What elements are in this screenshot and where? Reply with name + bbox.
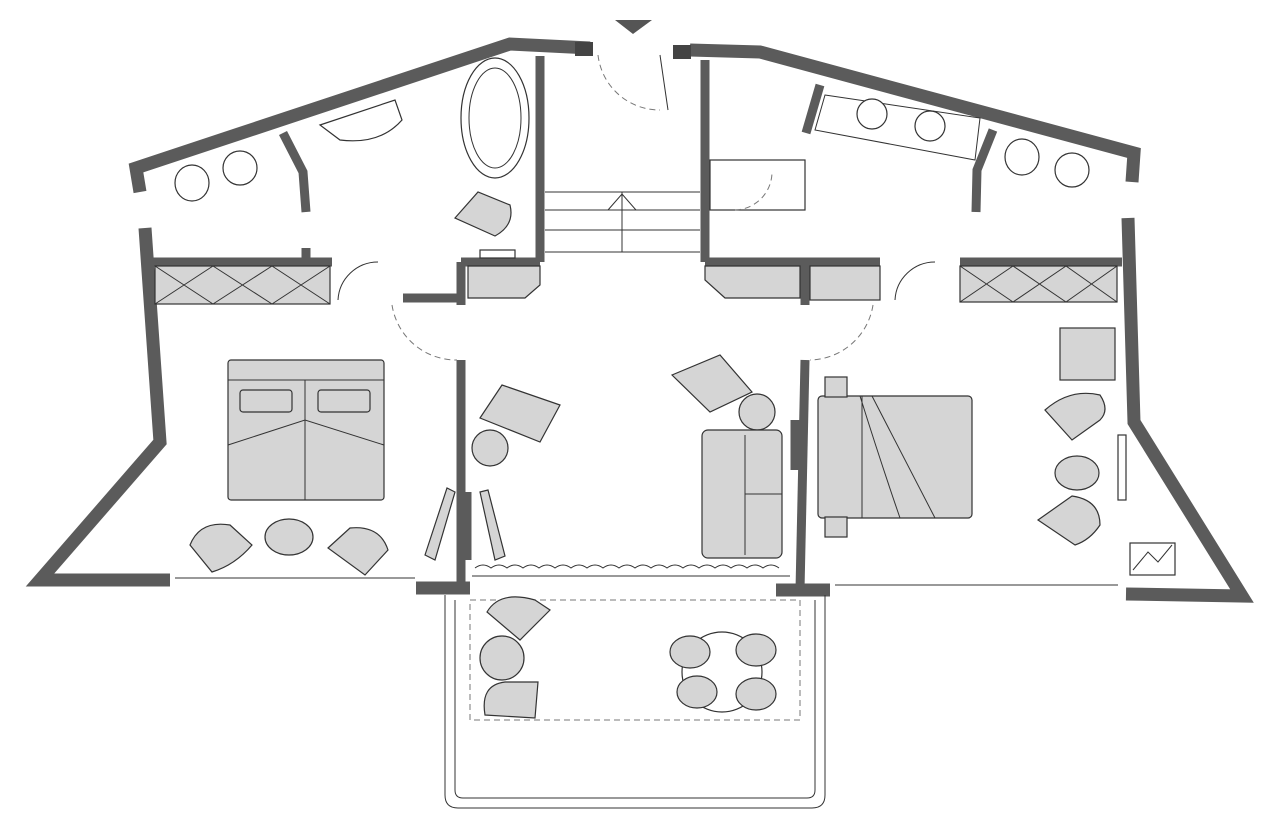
deck-chair — [479, 489, 506, 561]
armchair — [327, 527, 389, 576]
pillow — [317, 389, 371, 413]
armchair — [670, 354, 753, 413]
nightstand — [824, 516, 848, 538]
deck-chair — [424, 487, 456, 561]
entry-door[interactable] — [597, 54, 669, 111]
pillow — [239, 389, 293, 413]
wardrobes — [154, 265, 1118, 305]
dining-chair — [735, 633, 777, 667]
entrance-triangle-icon — [615, 20, 652, 34]
washbasin — [318, 99, 403, 142]
armchair — [189, 523, 253, 573]
double-bed — [817, 395, 973, 519]
left-bedroom — [175, 359, 415, 579]
side-table — [738, 393, 776, 431]
washbasin — [856, 98, 888, 130]
toilet — [174, 164, 210, 202]
balcony — [444, 595, 826, 809]
armchair — [486, 596, 551, 641]
bidet — [222, 150, 258, 186]
toilet — [1004, 138, 1040, 176]
armchair — [1036, 495, 1101, 546]
bidet — [1054, 152, 1090, 188]
right-bedroom — [817, 327, 1176, 586]
right-bathroom — [709, 94, 1090, 211]
washbasin — [914, 110, 946, 142]
cabinet — [1059, 327, 1116, 381]
armchair — [483, 681, 539, 719]
armchair — [479, 384, 561, 443]
left-bathroom — [174, 57, 530, 259]
living-room — [424, 354, 790, 577]
nightstand — [824, 376, 848, 398]
side-table — [1054, 455, 1100, 491]
double-bed — [227, 359, 385, 501]
staircase — [545, 191, 700, 253]
bathroom-chair — [454, 191, 512, 237]
dining-chair — [735, 677, 777, 711]
dining-chair — [676, 675, 718, 709]
exterior-walls — [25, 37, 1254, 603]
bathtub — [460, 57, 530, 179]
side-table — [264, 518, 314, 556]
side-table — [471, 429, 509, 467]
interior-walls — [150, 56, 1122, 591]
dining-chair — [669, 635, 711, 669]
side-table — [479, 635, 525, 681]
armchair — [1044, 392, 1106, 441]
interior-doors[interactable] — [337, 261, 936, 361]
